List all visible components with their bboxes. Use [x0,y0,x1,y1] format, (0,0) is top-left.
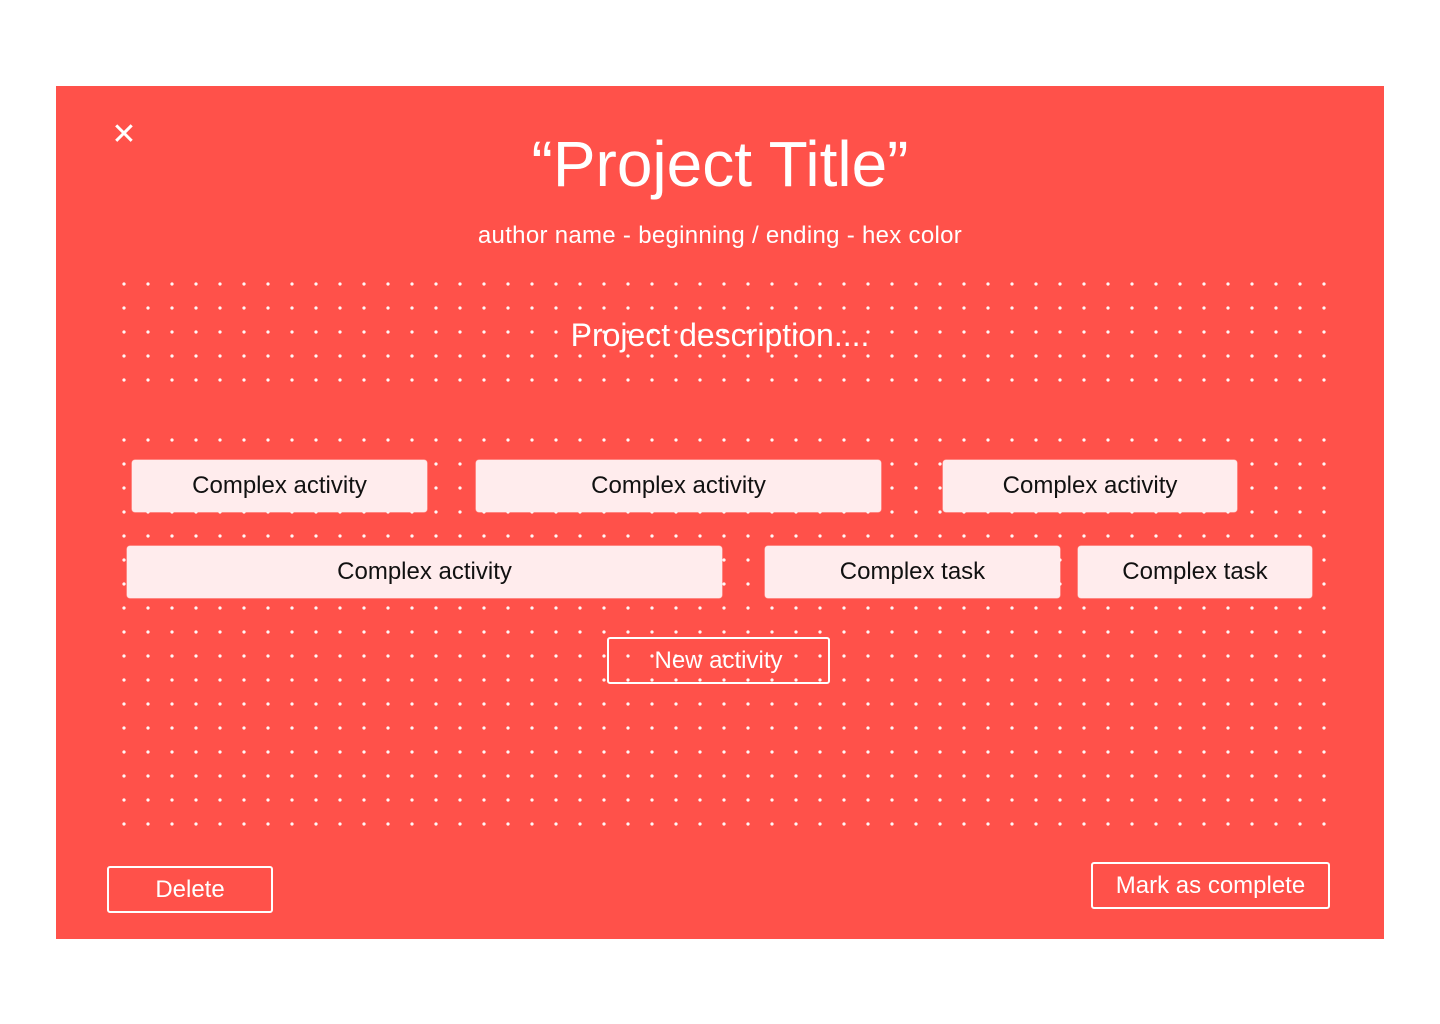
project-meta: author name - beginning / ending - hex c… [477,222,963,249]
activity-card[interactable]: Complex activity [127,546,722,598]
close-icon[interactable]: ✕ [111,117,137,152]
activity-card[interactable]: Complex activity [476,460,881,512]
task-card[interactable]: Complex task [1078,546,1312,598]
mark-complete-button[interactable]: Mark as complete [1091,862,1330,909]
task-card[interactable]: Complex task [765,546,1060,598]
activity-card[interactable]: Complex activity [132,460,427,512]
project-modal: ✕ “Project Title” author name - beginnin… [56,86,1384,939]
activity-card[interactable]: Complex activity [943,460,1237,512]
project-title: “Project Title” [531,128,909,200]
delete-button[interactable]: Delete [107,866,273,913]
dot-grid-description [112,272,1332,388]
new-activity-button[interactable]: New activity [607,637,830,684]
project-description: Project description.... [570,317,870,353]
